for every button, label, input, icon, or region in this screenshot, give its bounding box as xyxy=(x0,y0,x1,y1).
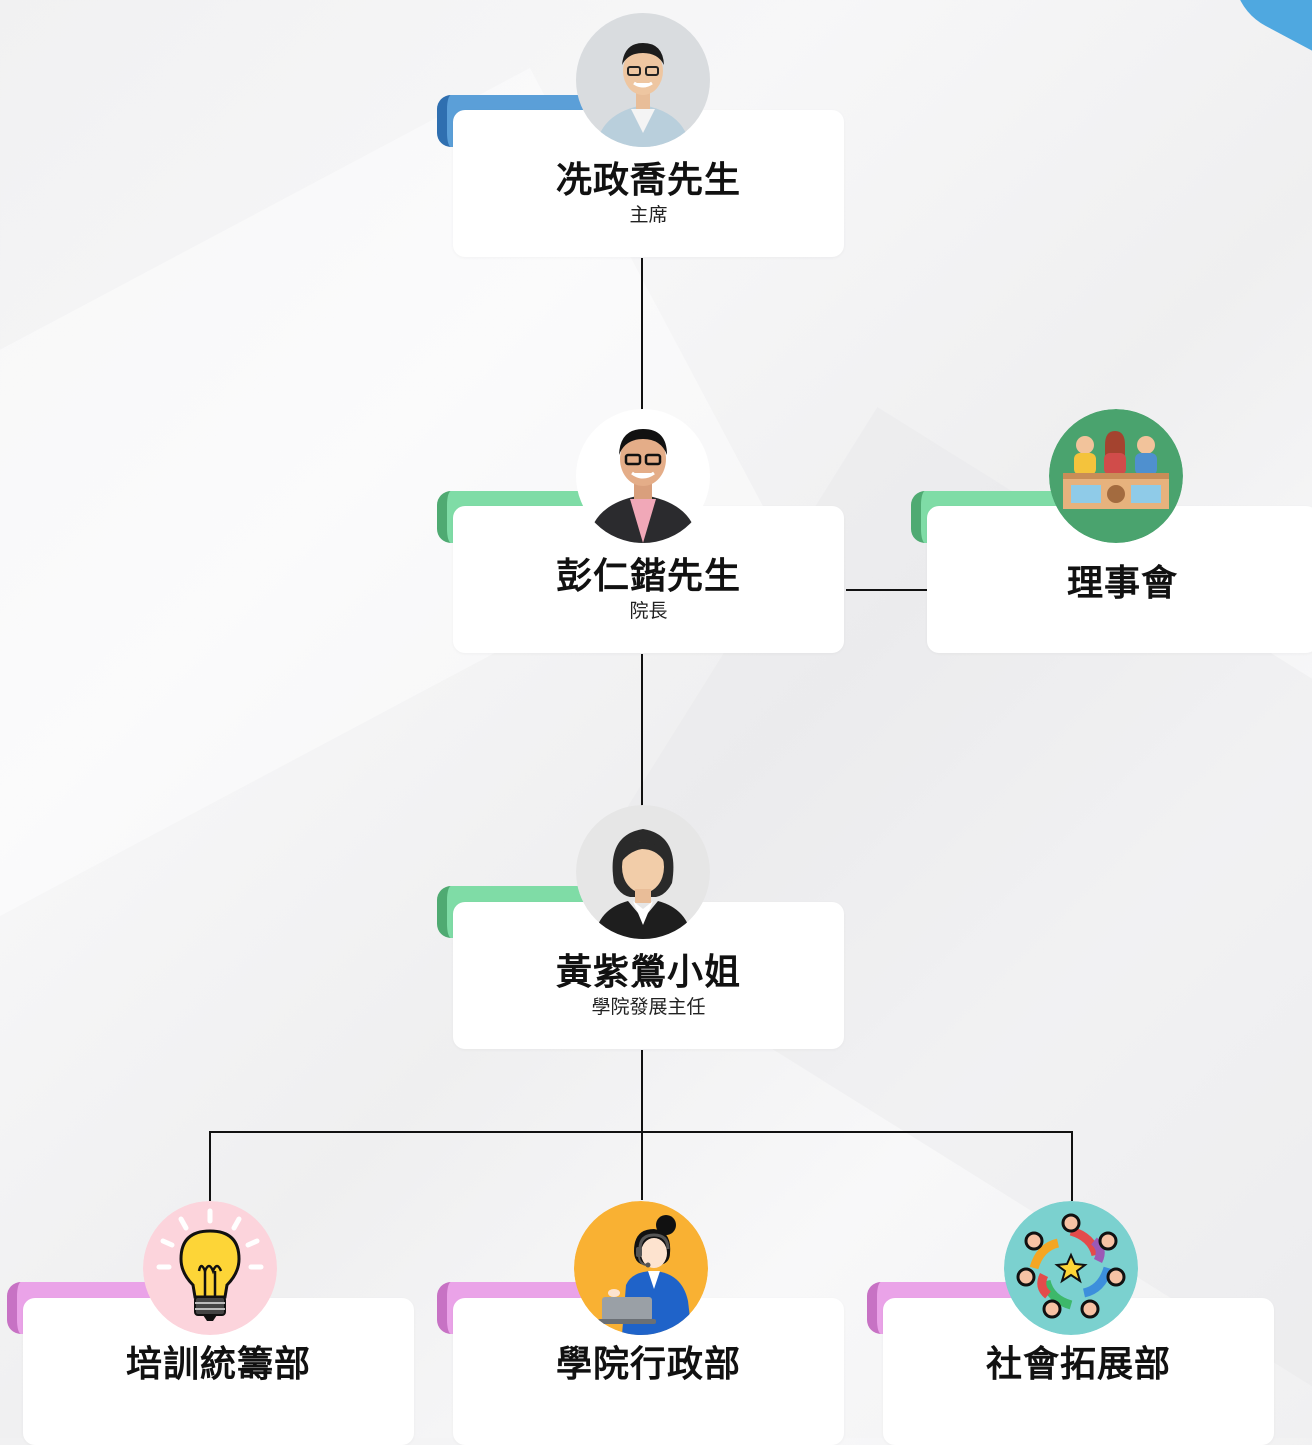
community-network-icon xyxy=(1004,1201,1138,1335)
node-name: 培訓統籌部 xyxy=(125,1343,311,1385)
node-name: 冼政喬先生 xyxy=(555,159,741,201)
node-role: 院長 xyxy=(629,599,668,622)
node-role: 學院發展主任 xyxy=(591,995,706,1018)
corner-accent xyxy=(1212,0,1312,55)
node-name: 社會拓展部 xyxy=(985,1343,1171,1385)
female-avatar-icon xyxy=(576,805,710,939)
board-meeting-icon xyxy=(1049,409,1183,543)
connector-horizontal xyxy=(209,1131,1073,1133)
customer-service-icon xyxy=(574,1201,708,1335)
connector-director-down xyxy=(641,1050,643,1200)
node-name: 彭仁鍇先生 xyxy=(555,555,741,597)
connector-dean-director xyxy=(641,654,643,806)
lightbulb-icon xyxy=(143,1201,277,1335)
node-name: 學院行政部 xyxy=(555,1343,741,1385)
node-card: 學院行政部 xyxy=(453,1298,844,1445)
connector-to-training xyxy=(209,1131,211,1201)
node-name: 理事會 xyxy=(1067,562,1179,604)
node-name: 黃紫鶯小姐 xyxy=(555,951,741,993)
connector-chair-dean xyxy=(641,258,643,410)
connector-dean-board xyxy=(846,589,928,591)
node-role: 主席 xyxy=(629,203,668,226)
dean-portrait xyxy=(576,409,710,543)
connector-to-social xyxy=(1071,1131,1073,1201)
chair-portrait xyxy=(576,13,710,147)
